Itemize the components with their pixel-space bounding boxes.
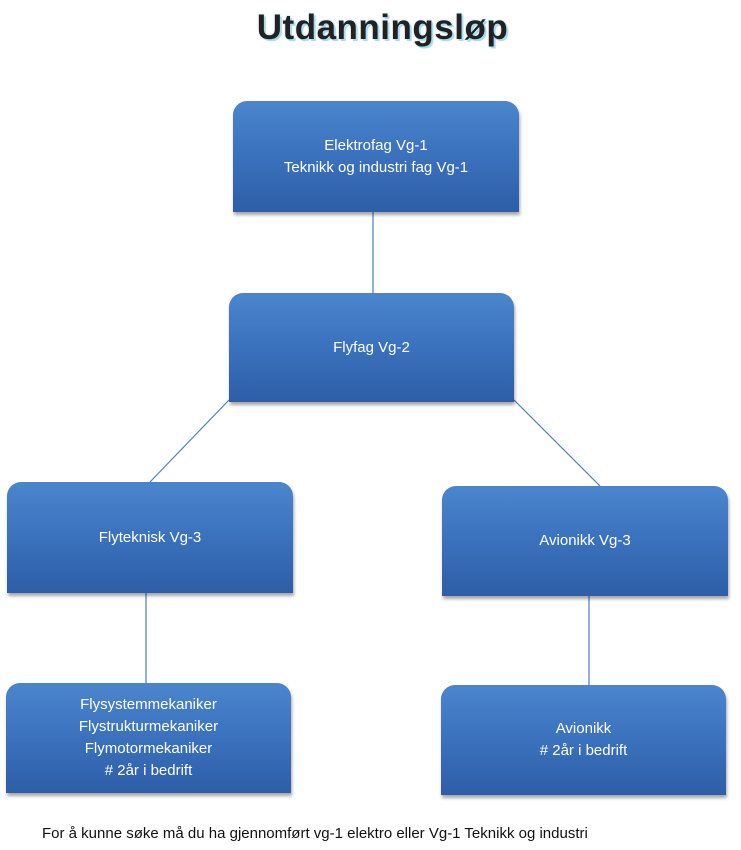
node-label-line: Elektrofag Vg-1 bbox=[324, 136, 428, 154]
node-label-line: Flymotormekaniker bbox=[84, 740, 213, 757]
diagram-title: Utdanningsløp bbox=[256, 8, 509, 47]
node-flyteknisk-outcomes: Flysystemmekaniker Flystrukturmekaniker … bbox=[6, 683, 291, 793]
node-label-line: Flysystemmekaniker bbox=[80, 696, 217, 713]
node-vg1-elektrofag-teknikk: Elektrofag Vg-1 Teknikk og industri fag … bbox=[233, 101, 519, 212]
node-vg3-flyteknisk: Flyteknisk Vg-3 bbox=[7, 482, 293, 593]
node-label-line: Flyteknisk Vg-3 bbox=[98, 528, 202, 546]
node-label-line: Avionikk Vg-3 bbox=[539, 532, 631, 549]
node-avionikk-outcomes: Avionikk # 2år i bedrift bbox=[441, 685, 726, 795]
footnote-text: For å kunne søke må du ha gjennomført vg… bbox=[42, 825, 588, 842]
node-label-line: # 2år i bedrift bbox=[539, 742, 628, 759]
node-vg2-flyfag: Flyfag Vg-2 bbox=[229, 293, 514, 402]
node-label-line: Avionikk bbox=[555, 720, 612, 737]
node-vg3-avionikk: Avionikk Vg-3 bbox=[442, 486, 728, 596]
node-label-line: Teknikk og industri fag Vg-1 bbox=[283, 158, 469, 176]
connector-vg2-avionikk bbox=[513, 399, 601, 487]
node-label-line: Flyfag Vg-2 bbox=[333, 338, 410, 356]
node-label-line: Flystrukturmekaniker bbox=[78, 718, 219, 735]
connector-vg2-flyteknisk bbox=[149, 399, 230, 483]
node-label-line: # 2år i bedrift bbox=[104, 762, 193, 779]
